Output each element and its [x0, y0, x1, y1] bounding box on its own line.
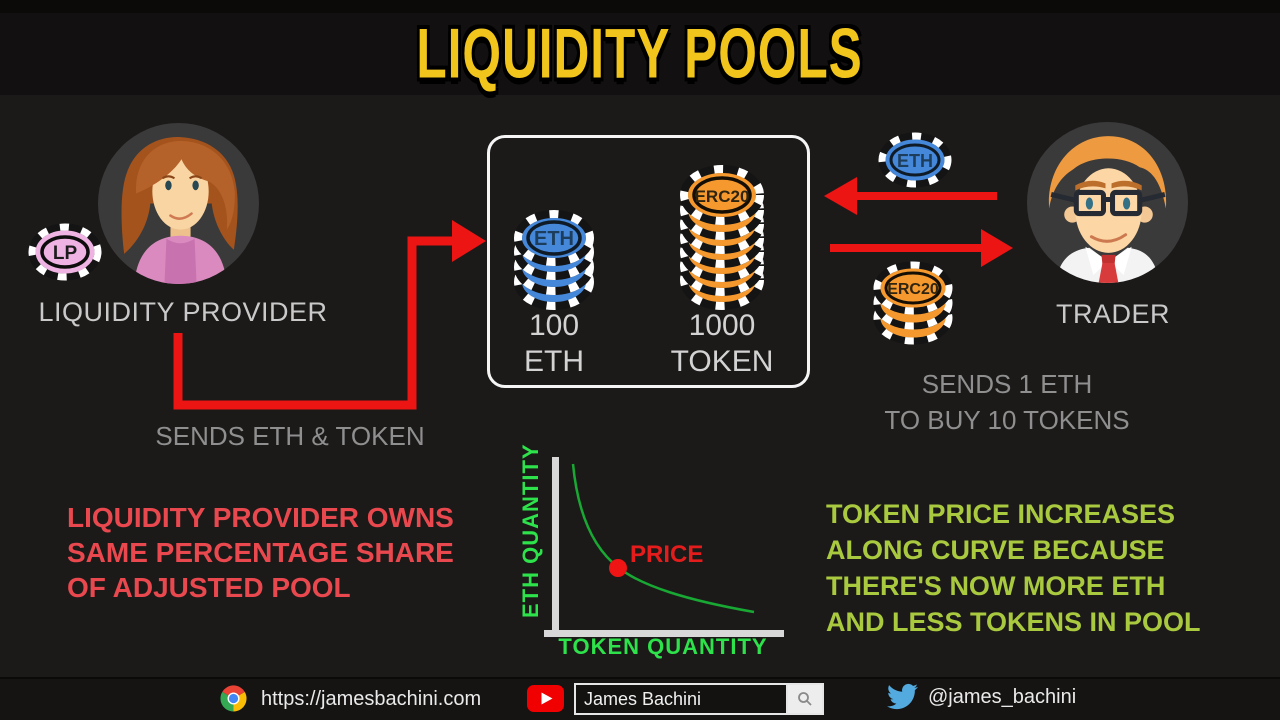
youtube-search-box: [574, 683, 824, 715]
price-dot: [609, 559, 627, 577]
note-right: TOKEN PRICE INCREASES ALONG CURVE BECAUS…: [826, 496, 1201, 640]
website-url: https://jamesbachini.com: [261, 688, 482, 710]
trader-action-line1: SENDS 1 ETH: [921, 369, 1093, 399]
chart-xlabel: TOKEN QUANTITY: [558, 634, 767, 659]
note-right-line1: TOKEN PRICE INCREASES: [826, 499, 1176, 529]
lp-token-chip: LP: [28, 223, 102, 281]
title-band: LIQUIDITY POOLS: [0, 13, 1280, 95]
pool-to-trader-arrow: [830, 229, 1013, 267]
note-left: LIQUIDITY PROVIDER OWNS SAME PERCENTAGE …: [67, 500, 454, 605]
note-left-line2: SAME PERCENTAGE SHARE: [67, 537, 454, 568]
trader-action-line2: TO BUY 10 TOKENS: [884, 405, 1130, 435]
note-left-line1: LIQUIDITY PROVIDER OWNS: [67, 502, 454, 533]
note-right-line4: AND LESS TOKENS IN POOL: [826, 607, 1201, 637]
page-title: LIQUIDITY POOLS: [416, 15, 864, 94]
youtube-search-input[interactable]: [576, 685, 786, 713]
chart-y-axis: [552, 457, 559, 637]
chrome-icon: [220, 685, 247, 712]
trader-erc20-chip-stack: ERC20: [873, 261, 953, 345]
chart-x-axis: [544, 630, 784, 637]
note-right-line3: THERE'S NOW MORE ETH: [826, 571, 1166, 601]
amm-curve: [571, 463, 755, 614]
pool-token-amount: 1000: [688, 309, 756, 342]
youtube-icon: [527, 685, 564, 712]
price-annotation: PRICE: [630, 541, 703, 568]
twitter-icon: [887, 683, 918, 710]
chart-ylabel: ETH QUANTITY: [518, 443, 543, 618]
price-chart: PRICE ETH QUANTITY TOKEN QUANTITY: [518, 443, 784, 659]
youtube-search-button[interactable]: [786, 685, 822, 713]
trader-to-pool-arrow: [824, 177, 997, 215]
trader-erc20-chip-label: ERC20: [887, 281, 939, 298]
twitter-handle: @james_bachini: [928, 686, 1077, 708]
liquidity-provider-avatar: [98, 123, 259, 284]
pool-token-unit: TOKEN: [670, 345, 774, 378]
pool-eth-unit: ETH: [524, 345, 584, 378]
pool-eth-amount: 100: [528, 309, 580, 342]
trader-eth-chip-label: ETH: [897, 151, 933, 171]
trader-eth-chip: ETH: [878, 132, 952, 188]
search-icon: [798, 692, 812, 706]
note-left-line3: OF ADJUSTED POOL: [67, 572, 351, 603]
provider-action-label: SENDS ETH & TOKEN: [155, 421, 425, 451]
note-right-line2: ALONG CURVE BECAUSE: [826, 535, 1165, 565]
lp-chip-label: LP: [53, 243, 78, 264]
top-strip: [0, 0, 1280, 13]
trader-avatar: [1027, 122, 1188, 283]
liquidity-pool-box: [487, 135, 810, 388]
trader-label: TRADER: [1055, 299, 1170, 329]
liquidity-provider-label: LIQUIDITY PROVIDER: [38, 297, 328, 327]
